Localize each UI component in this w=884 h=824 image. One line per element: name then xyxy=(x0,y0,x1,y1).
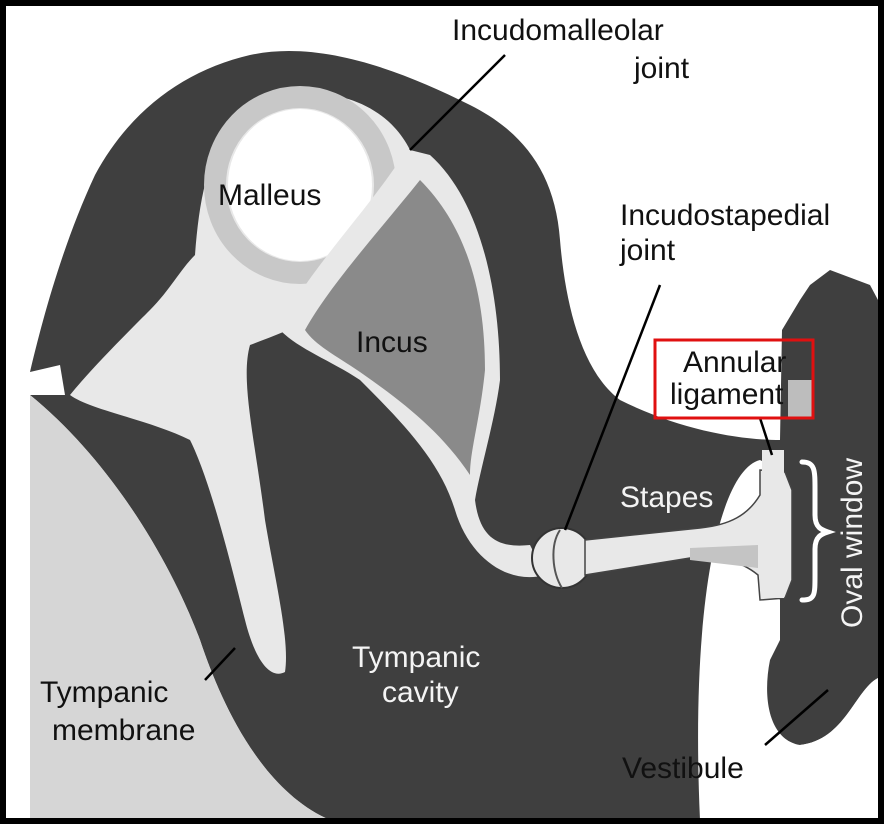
label-annular-line1: Annular xyxy=(683,346,786,379)
annular-ligament-lower xyxy=(762,578,784,598)
label-tympanic-membrane-line2: membrane xyxy=(52,714,195,747)
label-vestibule: Vestibule xyxy=(622,752,744,785)
label-oval-window: Oval window xyxy=(836,458,869,628)
label-incus: Incus xyxy=(356,326,428,359)
label-tympanic-cavity-line1: Tympanic xyxy=(352,641,480,674)
label-incudostapedial-line1: Incudostapedial xyxy=(620,199,830,232)
label-malleus: Malleus xyxy=(218,179,321,212)
label-stapes: Stapes xyxy=(620,481,713,514)
label-tympanic-membrane-line1: Tympanic xyxy=(40,676,168,709)
label-incudomalleolar-line1: Incudomalleolar xyxy=(452,14,664,47)
label-annular-line2: ligament xyxy=(670,378,784,411)
label-incudostapedial-line2: joint xyxy=(619,234,676,267)
incudostapedial-joint-shape xyxy=(532,528,592,588)
oval-window-area xyxy=(788,380,812,418)
middle-ear-diagram: Incudomalleolar joint Malleus Incus Incu… xyxy=(6,6,878,818)
annular-ligament-shape xyxy=(762,450,784,475)
label-incudomalleolar-line2: joint xyxy=(633,52,690,85)
label-tympanic-cavity-line2: cavity xyxy=(382,676,459,709)
